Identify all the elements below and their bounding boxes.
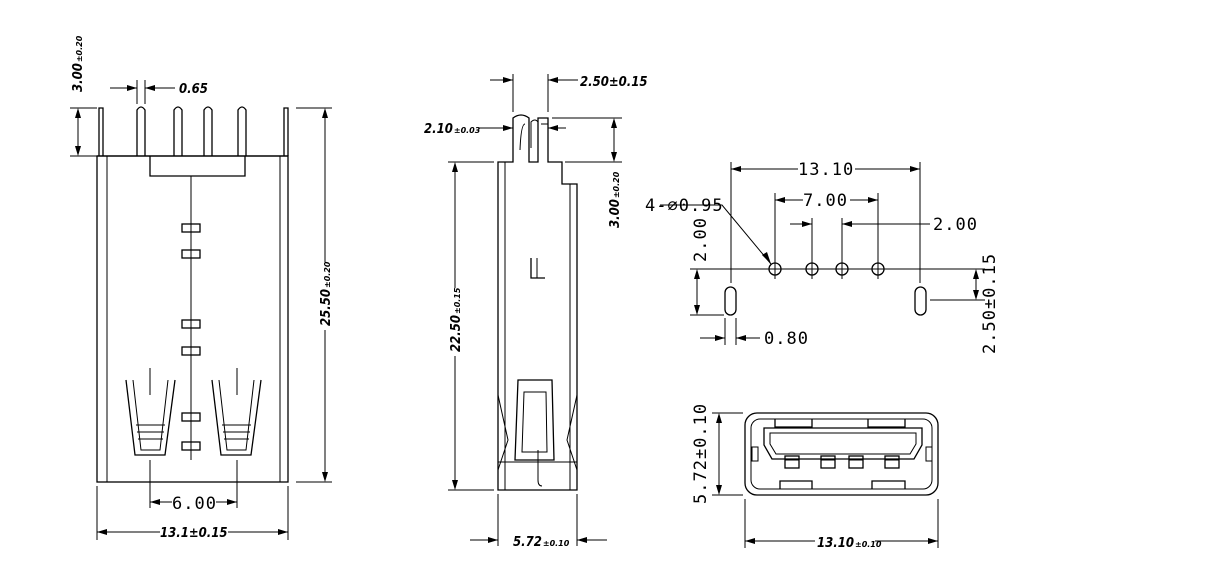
- end-tongue: [763, 427, 923, 460]
- dim-fp-slot-offset: 2.50±0.15: [980, 253, 1000, 354]
- dim-front-body-height: 25.50±0.20: [319, 261, 334, 326]
- dim-end-height: 5.72±0.10: [691, 403, 711, 504]
- end-shell-outer: [744, 412, 939, 496]
- end-contacts: [784, 455, 900, 469]
- dim-side-pin-thickness: 2.10±0.03: [424, 122, 481, 137]
- side-body-outline: [497, 114, 578, 491]
- side-view: 2.50±0.15 2.10±0.03 3.00±0.20 22.50±0.15…: [424, 74, 648, 550]
- end-bottom-tabs: [779, 480, 906, 489]
- footprint-view: 13.10 7.00 2.00 4-⌀0.95 2.00: [645, 160, 1000, 354]
- dim-fp-row-offset: 2.00: [691, 217, 711, 262]
- dim-front-pin-height: 3.00±0.20: [71, 35, 86, 92]
- end-view: 5.72±0.10 13.10±0.10: [691, 403, 939, 551]
- dim-side-pin-length: 3.00±0.20: [608, 171, 623, 228]
- dim-end-width: 13.10±0.10: [817, 536, 882, 551]
- dim-fp-slot-width: 0.80: [764, 329, 809, 349]
- front-contact-clips: [181, 223, 201, 451]
- dim-side-height: 22.50±0.15: [449, 287, 464, 352]
- dim-front-width: 13.1±0.15: [160, 526, 228, 541]
- front-left-spring: [125, 368, 176, 456]
- front-right-spring: [211, 368, 262, 456]
- dim-front-spring-pitch: 6.00: [172, 494, 217, 514]
- end-top-tabs: [774, 419, 906, 428]
- front-pins: [98, 106, 289, 156]
- dim-fp-hole-callout: 4-⌀0.95: [645, 196, 724, 216]
- side-slot: [530, 258, 545, 279]
- dim-fp-overall-width: 13.10: [798, 160, 854, 180]
- footprint-left-slot: [724, 286, 737, 316]
- dim-front-pin-width: 0.65: [179, 82, 208, 97]
- leader-hole-callout: [660, 204, 772, 265]
- footprint-right-slot: [914, 286, 927, 316]
- side-spring: [497, 379, 578, 487]
- front-top-notch: [97, 155, 288, 177]
- dim-fp-pitch: 2.00: [933, 215, 978, 235]
- front-view: 3.00±0.20 0.65 25.50±0.20 6.00 13.1±0.15: [70, 35, 334, 541]
- front-body-outline: [96, 155, 289, 483]
- dim-side-depth: 5.72±0.10: [513, 535, 570, 550]
- dim-fp-inner-spacing: 7.00: [803, 191, 848, 211]
- dim-side-pin-offset: 2.50±0.15: [580, 75, 648, 90]
- footprint-holes: [765, 259, 888, 279]
